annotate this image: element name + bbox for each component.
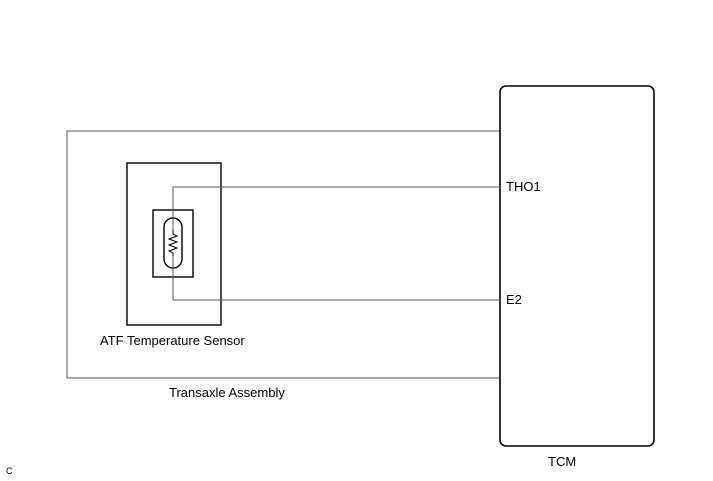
- tcm-label: TCM: [548, 454, 577, 469]
- transaxle-assembly-label: Transaxle Assembly: [169, 385, 285, 400]
- pin-label-e2: E2: [506, 292, 522, 307]
- wire-tho1: [172, 186, 500, 230]
- transaxle-assembly-outline: [66, 130, 500, 379]
- tcm-box: [499, 85, 655, 447]
- corner-code: C: [6, 466, 13, 476]
- pin-label-tho1: THO1: [506, 179, 541, 194]
- wire-e2: [172, 256, 500, 301]
- sensor-label: ATF Temperature Sensor: [100, 333, 245, 348]
- resistor-symbol: [167, 230, 179, 256]
